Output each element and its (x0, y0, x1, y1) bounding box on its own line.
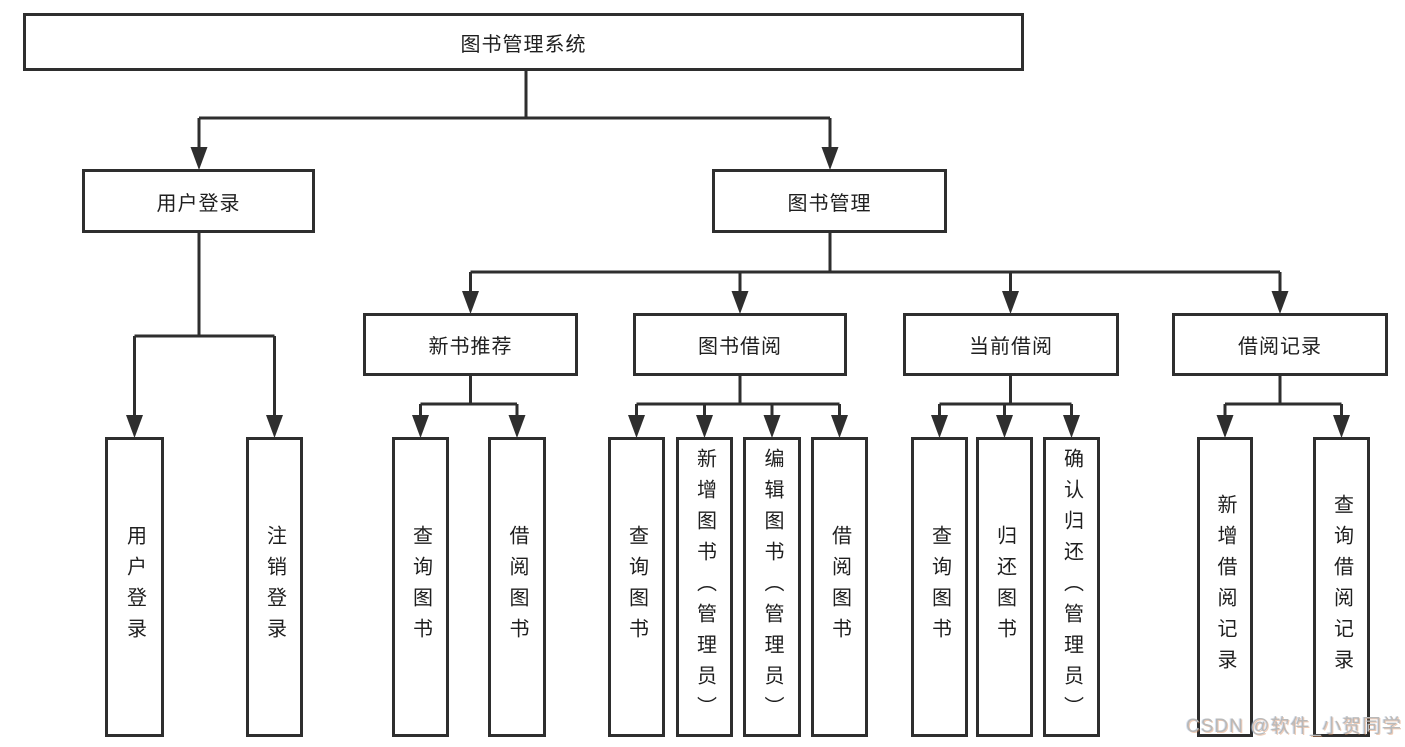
leaf-borrow-books-2: 借阅图书 (811, 437, 868, 737)
leaf-user-login: 用户登录 (105, 437, 164, 737)
node-root: 图书管理系统 (23, 13, 1024, 71)
connector-path (133, 71, 1343, 420)
leaf-add-borrow-record: 新增借阅记录 (1197, 437, 1253, 737)
arrowhead (821, 147, 839, 170)
node-book-borrow-label: 图书借阅 (698, 336, 782, 358)
node-book-management: 图书管理 (712, 169, 947, 233)
arrowhead (763, 415, 781, 438)
node-borrow-records-label: 借阅记录 (1238, 336, 1322, 358)
node-current-borrow: 当前借阅 (903, 313, 1119, 376)
leaf-add-borrow-record-label: 新增借阅记录 (1214, 494, 1236, 680)
leaf-query-books-1: 查询图书 (392, 437, 449, 737)
arrowhead (696, 415, 713, 438)
node-new-book-recommend-label: 新书推荐 (428, 336, 513, 358)
node-user-login-label: 用户登录 (156, 192, 241, 215)
leaf-query-books-1-label: 查询图书 (409, 525, 432, 649)
arrowhead (731, 291, 749, 314)
leaf-edit-book-admin: 编辑图书（管理员） (743, 437, 801, 737)
leaf-borrow-books-2-label: 借阅图书 (828, 525, 851, 649)
watermark: CSDN @软件_小贺同学 (1186, 716, 1402, 737)
leaf-query-books-3: 查询图书 (911, 437, 968, 737)
node-borrow-records: 借阅记录 (1172, 313, 1388, 376)
arrowhead (190, 147, 208, 170)
arrowhead (1063, 415, 1080, 438)
node-user-login: 用户登录 (82, 169, 315, 233)
arrowhead (628, 415, 645, 438)
leaf-borrow-books-1-label: 借阅图书 (506, 525, 528, 649)
arrowhead (931, 415, 948, 438)
arrowhead (508, 415, 526, 438)
arrowhead (1002, 291, 1019, 314)
arrowhead (126, 415, 143, 438)
leaf-confirm-return-admin-label: 确认归还（管理员） (1060, 447, 1083, 727)
leaf-add-book-admin: 新增图书（管理员） (676, 437, 733, 737)
arrowheads (126, 147, 1350, 438)
node-book-borrow: 图书借阅 (633, 313, 847, 376)
leaf-query-books-2-label: 查询图书 (625, 525, 648, 649)
arrowhead (1333, 415, 1350, 438)
arrowhead (996, 415, 1013, 438)
leaf-user-login-label: 用户登录 (123, 525, 146, 649)
node-root-label: 图书管理系统 (460, 33, 587, 56)
leaf-logout-label: 注销登录 (263, 525, 286, 649)
node-new-book-recommend: 新书推荐 (363, 313, 578, 376)
node-book-management-label: 图书管理 (787, 192, 872, 215)
leaf-borrow-books-1: 借阅图书 (488, 437, 546, 737)
leaf-confirm-return-admin: 确认归还（管理员） (1043, 437, 1100, 737)
leaf-add-book-admin-label: 新增图书（管理员） (693, 447, 716, 727)
leaf-query-books-3-label: 查询图书 (928, 525, 951, 649)
leaf-query-borrow-record: 查询借阅记录 (1313, 437, 1370, 737)
node-current-borrow-label: 当前借阅 (969, 336, 1053, 358)
leaf-return-books-label: 归还图书 (993, 525, 1016, 649)
leaf-query-borrow-record-label: 查询借阅记录 (1330, 494, 1353, 680)
arrowhead (831, 415, 848, 438)
leaf-edit-book-admin-label: 编辑图书（管理员） (761, 447, 783, 727)
leaf-logout: 注销登录 (246, 437, 303, 737)
arrowhead (1271, 291, 1289, 314)
arrowhead (462, 291, 479, 314)
arrowhead (266, 415, 283, 438)
leaf-query-books-2: 查询图书 (608, 437, 665, 737)
arrowhead (412, 415, 429, 438)
connector-segments (133, 71, 1343, 420)
leaf-return-books: 归还图书 (976, 437, 1033, 737)
arrowhead (1216, 415, 1234, 438)
